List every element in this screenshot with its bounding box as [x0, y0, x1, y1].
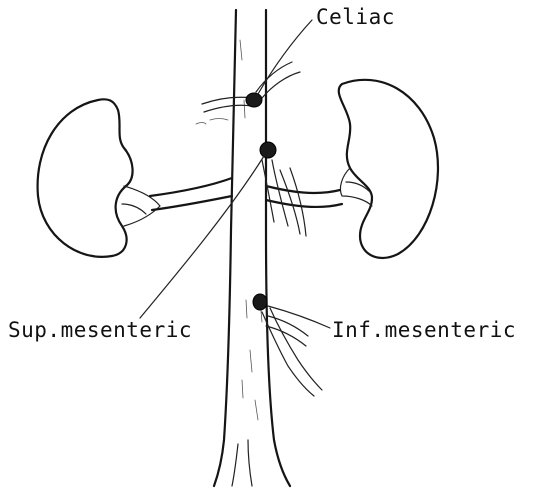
celiac-label: Celiac — [316, 5, 395, 29]
inferior-mesenteric-ganglion — [253, 294, 267, 310]
right-kidney — [339, 80, 438, 258]
inferior-mesenteric-label: Inf.mesenteric — [332, 318, 516, 342]
celiac-trunk — [196, 62, 300, 124]
superior-mesenteric-leader-line — [140, 156, 264, 318]
left-kidney — [38, 99, 160, 257]
aorta — [214, 10, 290, 486]
superior-mesenteric-label: Sup.mesenteric — [8, 318, 192, 342]
left-renal-vessels — [150, 178, 232, 210]
right-renal-vessels — [266, 168, 342, 236]
superior-mesenteric-ganglion — [260, 142, 276, 158]
celiac-ganglion — [246, 93, 262, 107]
